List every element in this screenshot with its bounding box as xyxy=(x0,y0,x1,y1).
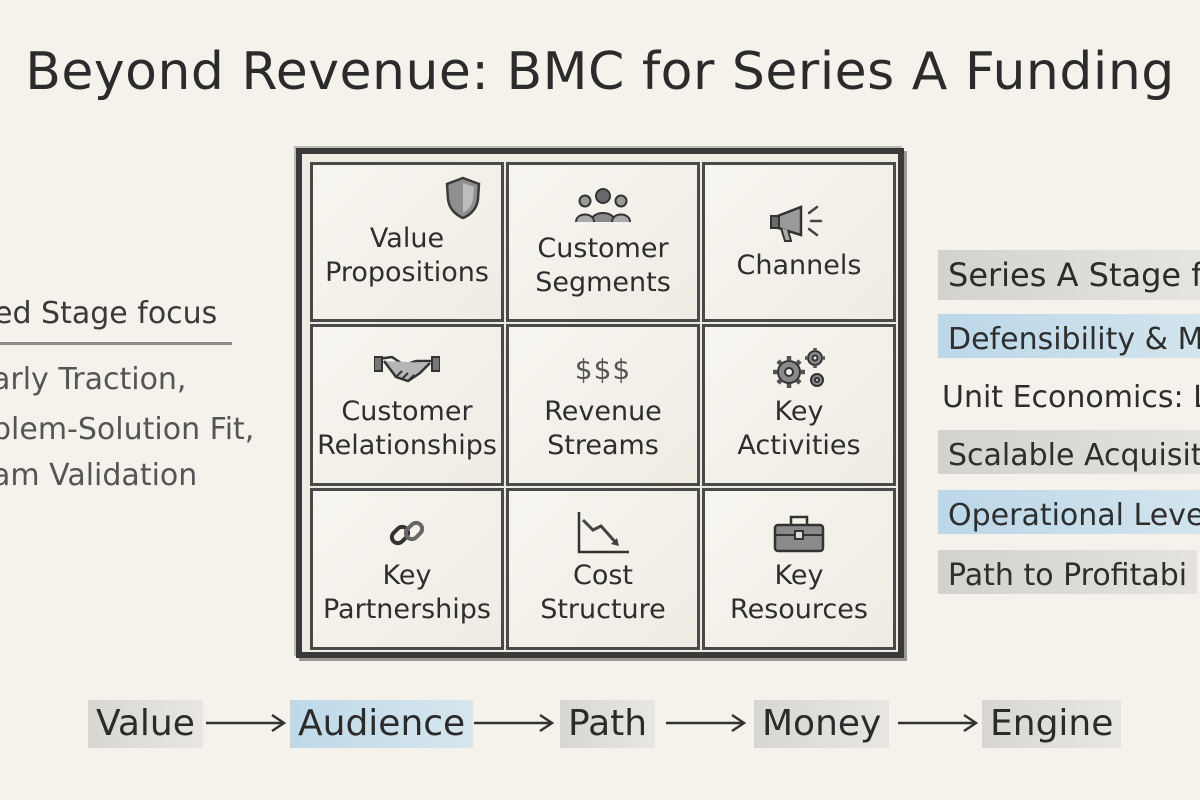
heading-underline xyxy=(0,342,232,345)
cell-label: Customer Segments xyxy=(535,233,671,298)
right-item: Defensibility & M xyxy=(938,314,1200,358)
cell-revenue-streams: $$$ Revenue Streams xyxy=(506,324,700,486)
seed-stage-heading: ed Stage focus xyxy=(0,296,218,331)
cell-label: Key Resources xyxy=(730,560,868,625)
flow-step-audience: Audience xyxy=(290,700,474,748)
left-item: am Validation xyxy=(0,458,198,493)
cell-key-activities: Key Activities xyxy=(702,324,896,486)
handshake-icon xyxy=(374,347,440,391)
cell-channels: Channels xyxy=(702,162,896,322)
flow-arrow-icon xyxy=(666,713,747,733)
cell-label: Customer Relationships xyxy=(317,396,497,461)
cell-customer-segments: Customer Segments xyxy=(506,162,700,322)
right-item: Unit Economics: LT xyxy=(942,380,1200,415)
left-item: arly Traction, xyxy=(0,362,187,397)
cell-label: Channels xyxy=(736,250,862,281)
dollar-signs-text: $$$ xyxy=(574,352,632,386)
right-item: Operational Leve xyxy=(938,490,1200,534)
flow-step-money: Money xyxy=(754,700,890,748)
cell-label: Revenue Streams xyxy=(544,396,662,461)
flow-arrow-icon xyxy=(206,713,287,733)
toolbox-icon xyxy=(771,511,827,555)
flow-step-path: Path xyxy=(560,700,656,748)
dollar-signs-icon: $$$ xyxy=(575,347,631,391)
series-a-heading: Series A Stage f xyxy=(938,250,1200,300)
declining-chart-icon xyxy=(575,511,631,555)
megaphone-icon xyxy=(767,201,831,245)
right-item: Scalable Acquisit xyxy=(938,430,1200,474)
shield-icon xyxy=(443,175,483,221)
people-icon xyxy=(573,184,633,228)
cell-value-propositions: Value Propositions xyxy=(310,162,504,322)
left-item: blem-Solution Fit, xyxy=(0,412,255,447)
flow-arrow-icon xyxy=(474,713,555,733)
cell-cost-structure: Cost Structure xyxy=(506,488,700,650)
cell-label: Cost Structure xyxy=(540,560,666,625)
chain-link-icon xyxy=(385,511,429,555)
business-model-canvas-grid: Value Propositions Customer Segments Cha… xyxy=(296,148,904,658)
cell-label: Value Propositions xyxy=(325,223,489,288)
cell-key-partnerships: Key Partnerships xyxy=(310,488,504,650)
cell-customer-relationships: Customer Relationships xyxy=(310,324,504,486)
flow-step-value: Value xyxy=(88,700,203,748)
flow-arrow-icon xyxy=(898,713,979,733)
cell-key-resources: Key Resources xyxy=(702,488,896,650)
cell-label: Key Partnerships xyxy=(322,560,491,625)
flow-step-engine: Engine xyxy=(982,700,1122,748)
right-item: Path to Profitabi xyxy=(938,550,1198,594)
page-title: Beyond Revenue: BMC for Series A Funding xyxy=(25,42,1175,102)
gears-icon xyxy=(769,347,829,391)
cell-label: Key Activities xyxy=(737,396,861,461)
